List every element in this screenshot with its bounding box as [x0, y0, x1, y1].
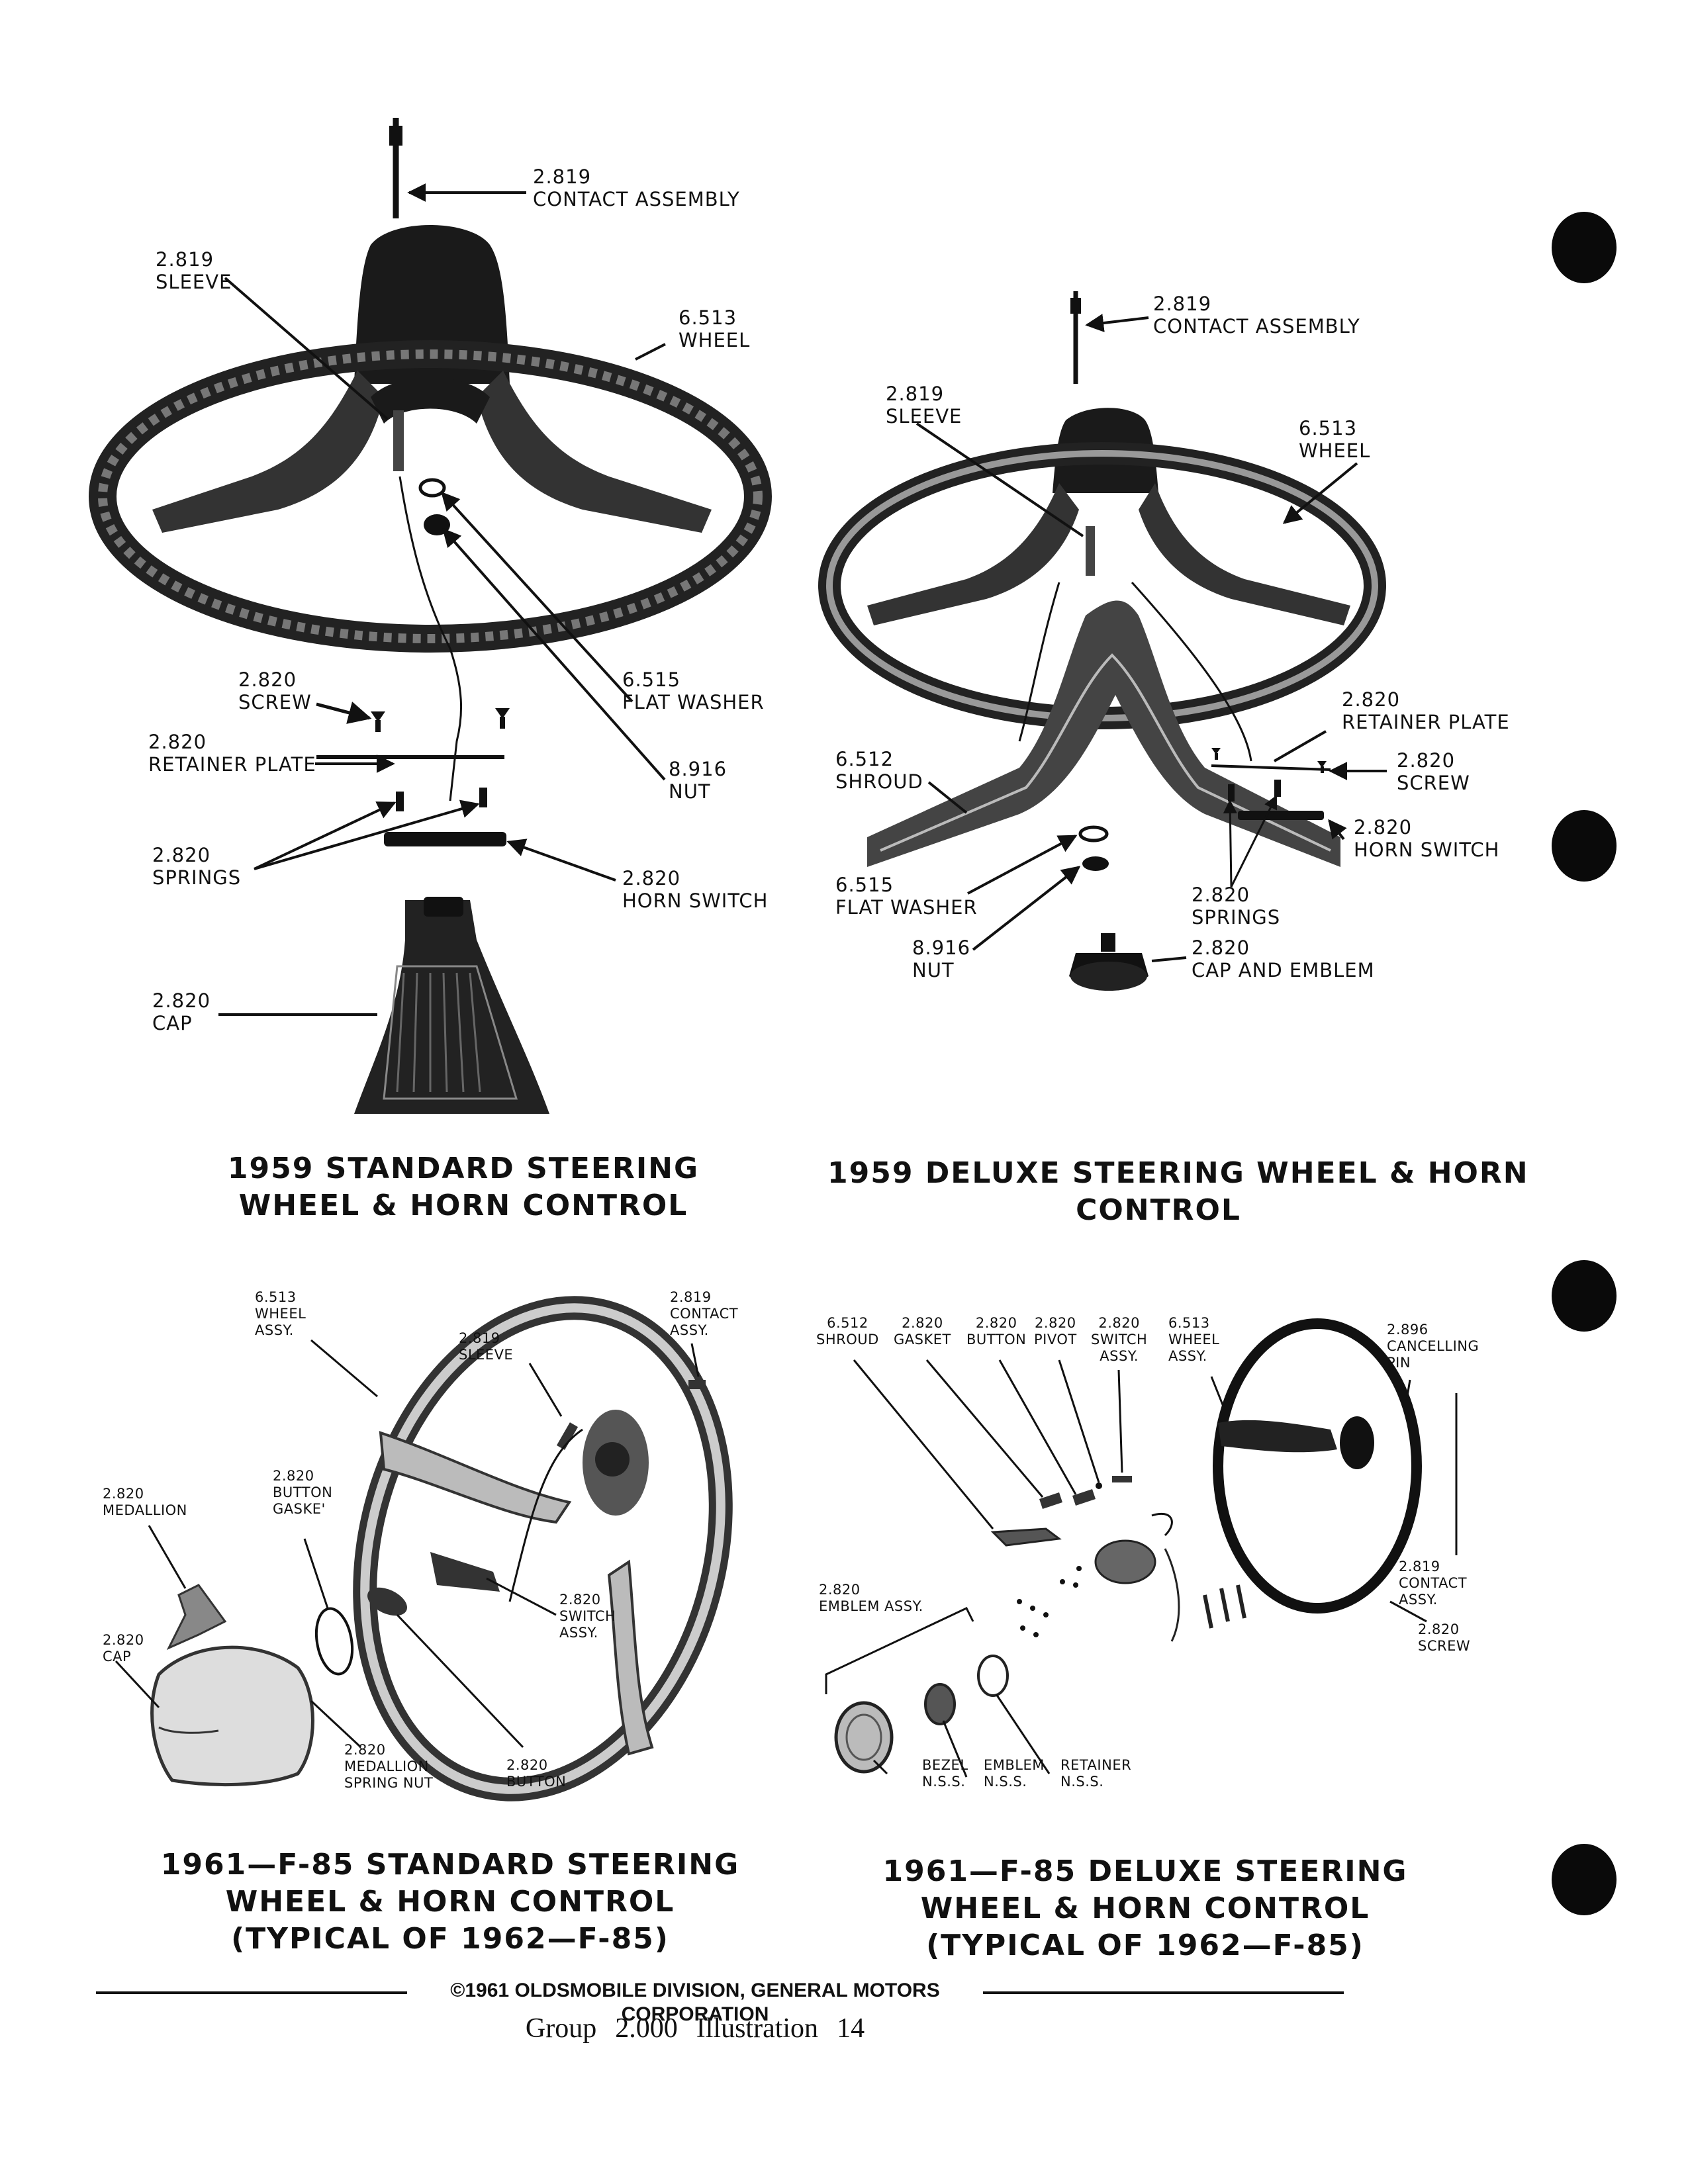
dlx1959-screw-label: 2.820 SCREW: [1397, 749, 1470, 794]
footer-rule-right: [983, 1991, 1344, 1994]
dlx1961-gasket-label: 2.820 GASKET: [894, 1315, 951, 1347]
std1961-contact-label: 2.819 CONTACT ASSY.: [670, 1289, 739, 1338]
dlx1959-contact-label: 2.819 CONTACT ASSEMBLY: [1153, 293, 1360, 338]
std1959-diagram-title: 1959 STANDARD STEERING WHEEL & HORN CONT…: [227, 1152, 700, 1222]
std1959-cap-label: 2.820 CAP: [152, 989, 211, 1034]
dlx1959-cap-emblem-label: 2.820 CAP AND EMBLEM: [1192, 936, 1375, 981]
footer-rule-left: [96, 1991, 407, 1994]
std1959-sleeve-label: 2.819 SLEEVE: [156, 248, 232, 293]
std1959-nut-label: 8.916 NUT: [669, 758, 727, 803]
dlx1961-emblem-label: EMBLEM N.S.S.: [984, 1757, 1045, 1790]
std1959-horn-switch-label: 2.820 HORN SWITCH: [622, 867, 769, 912]
footer-reference: Group 2.000 Illustration 14: [463, 2012, 927, 2045]
dlx1961-diagram-title: 1961—F-85 DELUXE STEERING WHEEL & HORN C…: [882, 1854, 1408, 1962]
dlx1961-button-label: 2.820 BUTTON: [966, 1315, 1027, 1347]
footer-illustration-label: Illustration: [696, 2013, 819, 2044]
binder-hole-4: [1552, 1844, 1617, 1915]
dlx1959-shroud-label: 6.512 SHROUD: [835, 748, 923, 793]
dlx1959-wheel-label: 6.513 WHEEL: [1299, 417, 1371, 462]
std1959-retainer-plate-label: 2.820 RETAINER PLATE: [148, 731, 316, 776]
std-1959-steering-wheel-drawing: [89, 118, 772, 1114]
dlx1959-springs-label: 2.820 SPRINGS: [1192, 884, 1281, 929]
std1961-button-gasket-label: 2.820 BUTTON GASKE': [273, 1468, 333, 1517]
std1961-wheel-label: 6.513 WHEEL ASSY.: [255, 1289, 306, 1338]
dlx1961-contact-label: 2.819 CONTACT ASSY.: [1399, 1559, 1468, 1608]
footer-illustration-value: 14: [837, 2013, 865, 2044]
dlx1959-nut-label: 8.916 NUT: [912, 936, 971, 981]
binder-hole-1: [1552, 212, 1617, 283]
dlx1961-switch-label: 2.820 SWITCH ASSY.: [1091, 1315, 1148, 1364]
dlx-1961-steering-wheel-drawing: [825, 1318, 1458, 1778]
std-1961-steering-wheel-drawing: [115, 1296, 733, 1801]
std1959-screw-label: 2.820 SCREW: [238, 668, 312, 713]
dlx1961-cancelling-pin-label: 2.896 CANCELLING PIN: [1387, 1322, 1479, 1371]
dlx1959-retainer-plate-label: 2.820 RETAINER PLATE: [1342, 688, 1510, 733]
std1961-switch-label: 2.820 SWITCH ASSY.: [559, 1592, 616, 1641]
std1961-spring-nut-label: 2.820 MEDALLION SPRING NUT: [344, 1742, 434, 1791]
std1959-springs-label: 2.820 SPRINGS: [152, 844, 242, 889]
dlx1959-flat-washer-label: 6.515 FLAT WASHER: [835, 874, 978, 919]
std1959-flat-washer-label: 6.515 FLAT WASHER: [622, 668, 765, 713]
std1961-button-label: 2.820 BUTTON: [506, 1757, 567, 1790]
std1961-diagram-title: 1961—F-85 STANDARD STEERING WHEEL & HORN…: [160, 1848, 740, 1956]
dlx1961-emblem-assy-label: 2.820 EMBLEM ASSY.: [819, 1582, 923, 1614]
std1959-wheel-label: 6.513 WHEEL: [679, 306, 751, 351]
binder-hole-2: [1552, 810, 1617, 882]
binder-hole-3: [1552, 1260, 1617, 1332]
footer-copyright: ©1961 OLDSMOBILE DIVISION, GENERAL MOTOR…: [450, 1979, 940, 2025]
std1961-medallion-label: 2.820 MEDALLION: [103, 1486, 187, 1518]
footer-group-label: Group: [525, 2013, 597, 2044]
dlx1959-diagram-title: 1959 DELUXE STEERING WHEEL & HORN CONTRO…: [827, 1156, 1529, 1227]
std1959-contact-label: 2.819 CONTACT ASSEMBLY: [533, 165, 740, 210]
dlx1961-pivot-label: 2.820 PIVOT: [1034, 1315, 1077, 1347]
dlx1961-wheel-label: 6.513 WHEEL ASSY.: [1168, 1315, 1220, 1364]
std1961-cap-label: 2.820 CAP: [103, 1632, 144, 1664]
std1961-sleeve-label: 2.819 SLEEVE: [459, 1330, 514, 1363]
dlx1961-shroud-label: 6.512 SHROUD: [816, 1315, 879, 1347]
dlx1961-bezel-label: BEZEL N.S.S.: [922, 1757, 968, 1790]
footer-group-value: 2.000: [615, 2013, 678, 2044]
dlx1961-retainer-label: RETAINER N.S.S.: [1060, 1757, 1132, 1790]
dlx-1959-steering-wheel-drawing: [818, 291, 1387, 991]
dlx1959-horn-switch-label: 2.820 HORN SWITCH: [1354, 816, 1500, 861]
dlx1959-sleeve-label: 2.819 SLEEVE: [886, 383, 962, 428]
dlx1961-screw-label: 2.820 SCREW: [1418, 1621, 1471, 1654]
